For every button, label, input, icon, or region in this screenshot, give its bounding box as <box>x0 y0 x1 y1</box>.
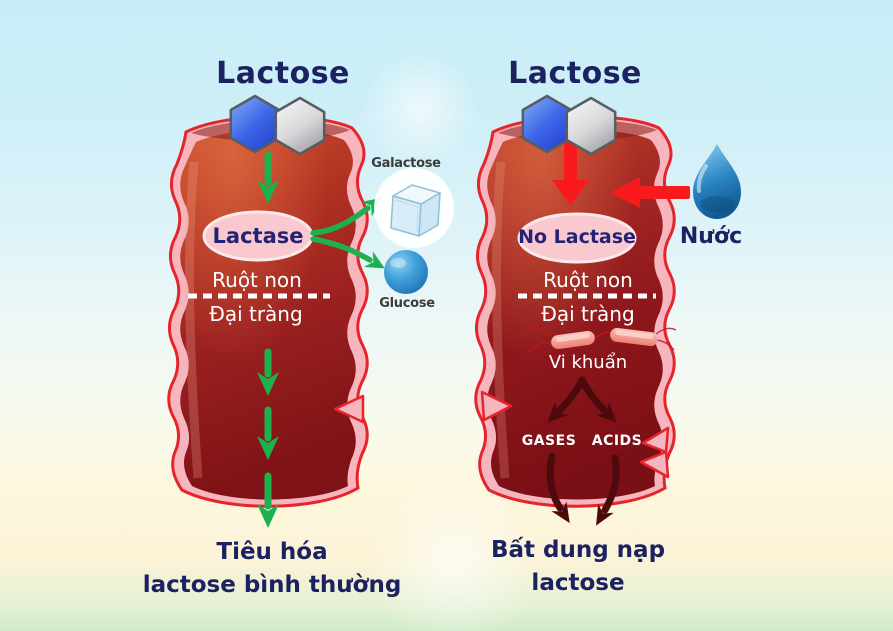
water-drop-icon <box>693 144 741 219</box>
red-down-arrow-icon <box>564 136 577 182</box>
bacteria-label: Vi khuẩn <box>548 352 628 373</box>
lactose-molecule-icon-left <box>229 94 326 156</box>
glucose-label: Glucose <box>379 296 435 311</box>
right-intestine-illustration <box>474 114 676 508</box>
right-caption-line1: Bất dung nạp <box>490 537 666 563</box>
background-glow <box>367 474 543 631</box>
green-digestion-arrows <box>257 151 385 528</box>
no-lactase-oval <box>517 212 637 264</box>
dark-down-arrow-icon <box>546 452 570 524</box>
left-title: Lactose <box>216 56 350 91</box>
no-lactase-label: No Lactase <box>518 226 636 248</box>
left-small-intestine-label: Ruột non <box>212 268 302 292</box>
right-caption-line2: lactose <box>531 570 625 597</box>
right-large-intestine-label: Đại tràng <box>541 302 635 326</box>
dark-arrow-to-acids-icon <box>578 376 617 423</box>
gray-hexagon-icon <box>274 96 326 156</box>
red-left-arrowhead-icon <box>610 177 640 208</box>
left-caption-line2: lactose bình thường <box>142 572 402 599</box>
acids-label: ACIDS <box>591 433 643 449</box>
water-label: Nước <box>679 224 743 249</box>
right-title: Lactose <box>508 56 642 91</box>
left-caption-line1: Tiêu hóa <box>216 539 328 565</box>
bacteria-icon <box>526 327 677 353</box>
glucose-sphere-icon <box>384 250 428 294</box>
red-left-arrow-icon <box>638 186 690 199</box>
red-arrows <box>552 136 690 208</box>
galactose-cube-icon <box>374 168 454 248</box>
left-caption: Tiêu hóa lactose bình thường <box>143 536 402 603</box>
dark-fermentation-arrows <box>546 376 620 526</box>
background-glow <box>362 50 478 166</box>
galactose-label: Galactose <box>371 156 441 171</box>
gases-label: GASES <box>521 433 577 449</box>
lactose-molecule-icon-right <box>521 94 617 156</box>
red-down-arrowhead-icon <box>552 180 589 206</box>
dark-down-arrow-icon <box>596 454 620 526</box>
left-intestine-illustration <box>167 114 369 508</box>
left-large-intestine-label: Đại tràng <box>209 302 303 326</box>
blue-hexagon-icon <box>521 94 573 154</box>
right-small-intestine-label: Ruột non <box>543 268 633 292</box>
lactase-oval <box>202 210 314 262</box>
lactase-label: Lactase <box>212 224 304 248</box>
gray-hexagon-icon <box>565 96 617 156</box>
green-arrow-to-galactose-icon <box>310 197 382 236</box>
blue-hexagon-icon <box>229 94 281 154</box>
green-arrow-to-glucose-icon <box>310 236 385 269</box>
right-caption: Bất dung nạp lactose <box>491 534 665 601</box>
